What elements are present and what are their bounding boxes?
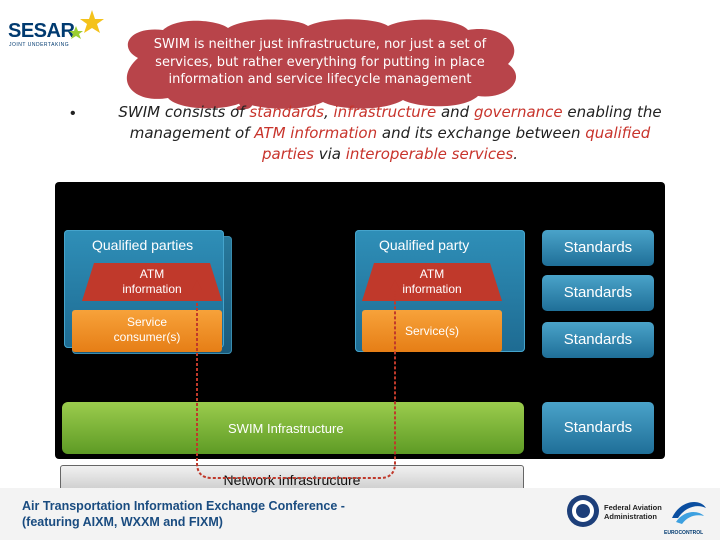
bullet-line-2: management of ATM information and its ex… — [129, 124, 651, 142]
swim-infrastructure-bar: SWIM Infrastructure — [62, 402, 524, 454]
atm-information-shape-left — [82, 263, 222, 301]
conference-title: Air Transportation Information Exchange … — [22, 499, 345, 529]
standards-box: Standards — [542, 275, 654, 311]
callout-line: information and service lifecycle manage… — [168, 72, 472, 87]
callout-line: services, but rather everything for putt… — [155, 54, 485, 70]
faa-name: Federal Aviation Administration — [604, 503, 662, 521]
standards-box: Standards — [542, 322, 654, 358]
callout-line: SWIM is neither just infrastructure, nor… — [153, 37, 487, 52]
standards-box: Standards — [542, 402, 654, 454]
eurocontrol-label: EUROCONTROL — [664, 530, 704, 536]
qualified-party-title: Qualified party — [379, 237, 470, 253]
faa-seal-icon — [567, 495, 599, 527]
services-box: Service(s) — [362, 310, 502, 352]
arrow-icon — [192, 280, 202, 290]
atm-information-shape-right — [362, 263, 502, 301]
sesar-logo: SESAR — [8, 20, 75, 42]
exchange-path — [192, 280, 400, 479]
qualified-parties-title: Qualified parties — [92, 237, 194, 253]
swim-infrastructure-label: SWIM Infrastructure — [228, 421, 344, 436]
bullet-line-1: SWIM consists of standards, infrastructu… — [118, 103, 662, 121]
star-icon — [69, 10, 104, 39]
bullet-text: SWIM consists of standards, infrastructu… — [100, 102, 680, 165]
callout-text: SWIM is neither just infrastructure, nor… — [150, 36, 490, 89]
sesar-tagline: JOINT UNDERTAKING — [9, 42, 70, 48]
bullet-marker: • — [70, 105, 76, 122]
footer — [0, 488, 720, 540]
standards-box: Standards — [542, 230, 654, 266]
callout-cloud — [126, 19, 517, 110]
bullet-line-3: parties via interoperable services. — [261, 145, 518, 163]
eurocontrol-icon — [672, 502, 706, 524]
arrow-icon — [390, 280, 400, 290]
